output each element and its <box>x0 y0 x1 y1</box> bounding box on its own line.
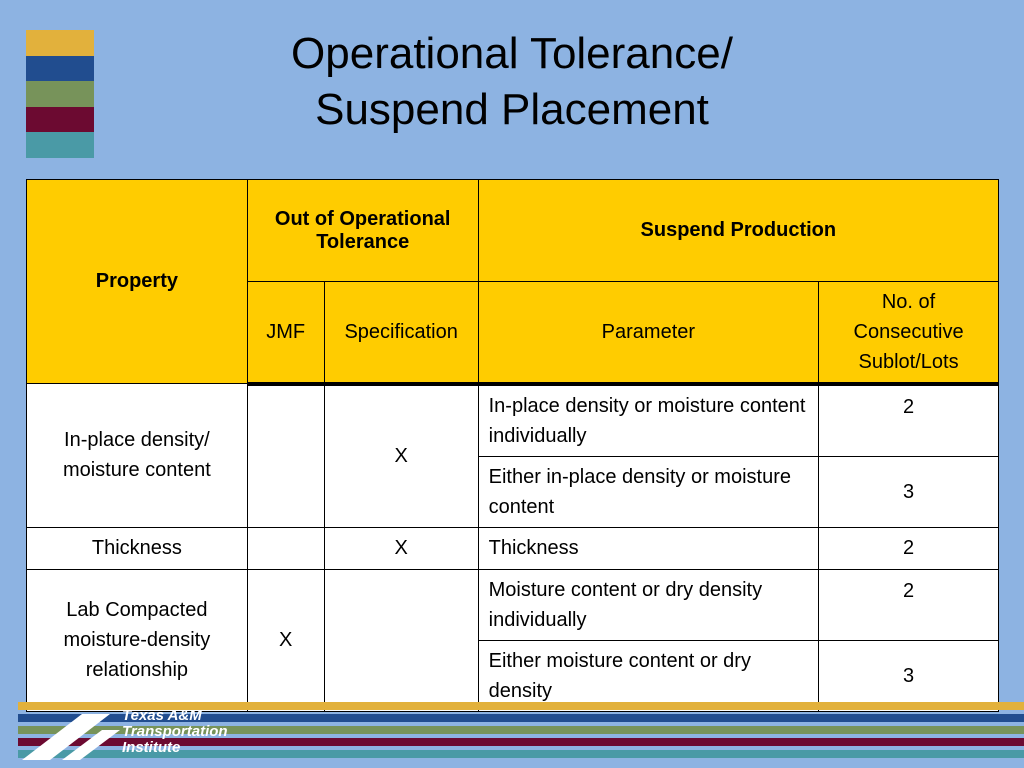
cell-specification <box>323 568 479 712</box>
header-consecutive: No. of Consecutive Sublot/Lots <box>818 281 999 386</box>
header-jmf: JMF <box>246 281 325 386</box>
footer-stripes <box>18 702 1024 768</box>
footer-stripe-green <box>18 726 1024 734</box>
table-row: Either moisture content or dry density 3 <box>27 639 999 712</box>
color-bars <box>26 30 94 158</box>
table-row: Lab Compacted moisture-density relations… <box>26 568 999 712</box>
cell-count: 2 <box>818 568 999 641</box>
cell-parameter: Either in-place density or moisture cont… <box>477 455 820 528</box>
color-bar-teal <box>26 132 94 158</box>
cell-jmf <box>246 526 325 570</box>
footer-stripe-maroon <box>18 738 1024 746</box>
cell-parameter: In-place density or moisture content ind… <box>477 383 820 457</box>
tti-logo-icon <box>22 714 120 760</box>
footer-stripe-teal <box>18 750 1024 758</box>
logo-line3: Institute <box>122 739 181 756</box>
cell-count: 2 <box>818 383 999 457</box>
slide-title-line1: Operational Tolerance/ <box>291 29 733 78</box>
cell-count: 2 <box>818 526 999 570</box>
header-specification: Specification <box>323 281 479 386</box>
header-suspend-production: Suspend Production <box>477 179 1000 282</box>
footer-stripe-blue <box>18 714 1024 722</box>
cell-jmf <box>246 383 325 528</box>
header-parameter: Parameter <box>477 281 820 386</box>
cell-property: Lab Compacted moisture-density relations… <box>26 568 248 712</box>
color-bar-gold <box>26 30 94 56</box>
cell-parameter: Moisture content or dry density individu… <box>477 568 820 641</box>
table-row: Thickness X Thickness 2 <box>26 526 999 570</box>
cell-count: 3 <box>818 639 999 712</box>
tolerance-table: Property Out of Operational Tolerance Su… <box>26 179 1000 712</box>
slide-title-line2: Suspend Placement <box>315 85 709 134</box>
color-bar-blue <box>26 55 94 81</box>
cell-property: Thickness <box>26 526 248 570</box>
logo-line2: Transportation <box>122 723 228 740</box>
cell-specification: X <box>323 383 479 528</box>
cell-jmf: X <box>246 568 325 712</box>
logo-line1: Texas A&M <box>122 707 202 724</box>
table-row: Either in-place density or moisture cont… <box>27 455 999 528</box>
cell-parameter: Either moisture content or dry density <box>477 639 820 712</box>
slide-title: Operational Tolerance/ Suspend Placement <box>0 26 1024 138</box>
cell-count: 3 <box>818 455 999 528</box>
footer-stripe-gold <box>18 702 1024 710</box>
table-row: In-place density/ moisture content X In-… <box>26 383 999 528</box>
header-out-of-tolerance: Out of Operational Tolerance <box>246 179 479 282</box>
cell-specification: X <box>323 526 479 570</box>
header-property: Property <box>26 179 248 384</box>
color-bar-maroon <box>26 106 94 132</box>
cell-property: In-place density/ moisture content <box>26 383 248 528</box>
cell-parameter: Thickness <box>477 526 820 570</box>
color-bar-green <box>26 81 94 107</box>
tti-logo-text: Texas A&M Transportation Institute <box>122 708 228 756</box>
